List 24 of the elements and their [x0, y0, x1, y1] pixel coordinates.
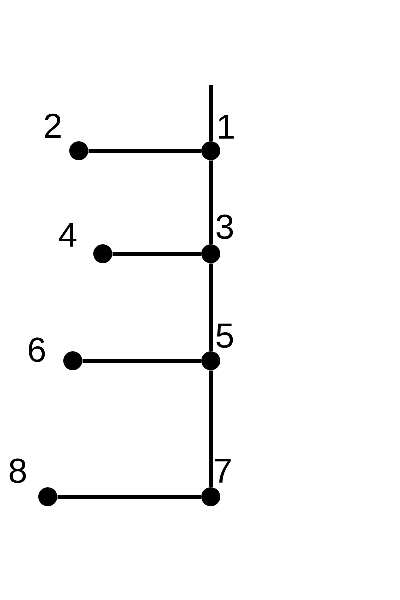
- connector-line: [209, 264, 213, 352]
- connector-line: [209, 370, 213, 488]
- node-label: 7: [215, 459, 231, 483]
- dot: [202, 488, 220, 506]
- connector-line: [82, 359, 202, 363]
- dot: [70, 142, 88, 160]
- connector-line: [88, 149, 202, 153]
- node-label: 6: [29, 338, 46, 362]
- dot: [202, 352, 220, 370]
- dot: [202, 142, 220, 160]
- node-label: 8: [10, 458, 26, 484]
- dot: [64, 352, 82, 370]
- connector-line: [209, 85, 213, 142]
- dot: [94, 244, 112, 264]
- node-label: 1: [219, 115, 234, 139]
- dot: [38, 488, 58, 506]
- node-label: 5: [216, 324, 234, 348]
- node-label: 2: [45, 114, 61, 138]
- node-label: 3: [216, 214, 234, 240]
- connector-line: [209, 160, 213, 244]
- dot: [202, 244, 220, 264]
- connector-line: [58, 495, 202, 499]
- node-label: 4: [59, 223, 77, 247]
- connector-line: [112, 252, 202, 256]
